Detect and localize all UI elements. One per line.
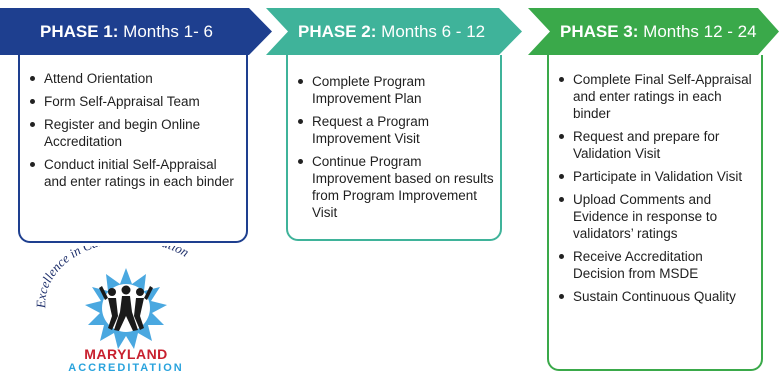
phase-3-task: Complete Final Self-Appraisal and enter … [557, 71, 755, 122]
phase-1-chevron-shape [0, 8, 272, 55]
phase-1-task: Attend Orientation [28, 70, 240, 87]
phase-3-task: Sustain Continuous Quality [557, 288, 755, 305]
phase-3-task: Receive Accreditation Decision from MSDE [557, 248, 755, 282]
phase-3-header: PHASE 3: Months 12 - 24 [528, 8, 779, 55]
phase-1-period: Months 1- 6 [123, 22, 213, 41]
phase-3-task: Upload Comments and Evidence in response… [557, 191, 755, 242]
phase-1-task: Conduct initial Self-Appraisal and enter… [28, 156, 240, 190]
phase-3-panel: Complete Final Self-Appraisal and enter … [547, 55, 763, 371]
phase-2-panel: Complete Program Improvement Plan Reques… [286, 55, 502, 241]
logo-people-icon [99, 285, 153, 331]
phase-2-task: Continue Program Improvement based on re… [296, 153, 494, 221]
phase-1-task-list: Attend Orientation Form Self-Appraisal T… [28, 70, 240, 190]
phase-2-period: Months 6 - 12 [381, 22, 486, 41]
phase-2-header: PHASE 2: Months 6 - 12 [266, 8, 522, 55]
phase-1-title: PHASE 1: Months 1- 6 [40, 8, 213, 55]
phase-3-title: PHASE 3: Months 12 - 24 [560, 8, 757, 55]
phase-2-task-list: Complete Program Improvement Plan Reques… [296, 73, 494, 221]
phase-2-task: Request a Program Improvement Visit [296, 113, 494, 147]
phase-3-period: Months 12 - 24 [643, 22, 757, 41]
phase-1-task: Form Self-Appraisal Team [28, 93, 240, 110]
phase-3-task: Request and prepare for Validation Visit [557, 128, 755, 162]
phase-1-panel: Attend Orientation Form Self-Appraisal T… [18, 55, 248, 243]
logo-state: MARYLAND [84, 346, 168, 362]
phase-3-task: Participate in Validation Visit [557, 168, 755, 185]
phase-3-chevron-shape [528, 8, 779, 55]
phase-2-task: Complete Program Improvement Plan [296, 73, 494, 107]
phase-3-label: PHASE 3: [560, 22, 639, 41]
phase-1-header: PHASE 1: Months 1- 6 [0, 8, 272, 55]
phase-2-title: PHASE 2: Months 6 - 12 [298, 8, 485, 55]
logo-program: ACCREDITATION [68, 362, 184, 372]
phase-1-task: Register and begin Online Accreditation [28, 116, 240, 150]
phase-3-task-list: Complete Final Self-Appraisal and enter … [557, 71, 755, 305]
maryland-accreditation-logo: Excellence in Care and Education MARYLAN… [8, 230, 244, 372]
phase-1-label: PHASE 1: [40, 22, 119, 41]
phase-2-chevron-shape [266, 8, 522, 55]
phase-2-label: PHASE 2: [298, 22, 377, 41]
